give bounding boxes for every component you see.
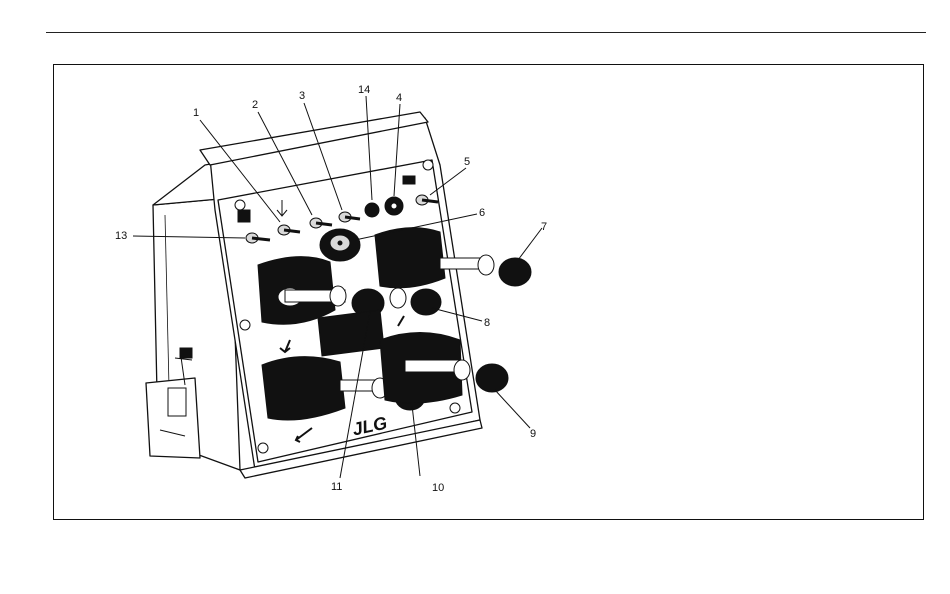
callout-4: 4 [396, 92, 402, 104]
callout-1: 1 [193, 107, 199, 119]
emergency-stop-button-6 [320, 229, 360, 261]
callout-9: 9 [530, 428, 536, 440]
callout-14: 14 [358, 84, 370, 96]
callout-8: 8 [484, 317, 490, 329]
callout-10: 10 [432, 482, 444, 494]
callout-6: 6 [479, 207, 485, 219]
callout-5: 5 [464, 156, 470, 168]
indicator-light-14 [365, 203, 379, 217]
callout-11: 11 [331, 481, 342, 493]
callout-13: 13 [115, 230, 127, 242]
horn-button-4 [385, 197, 403, 215]
callout-7: 7 [541, 221, 547, 233]
callout-3: 3 [299, 90, 305, 102]
callout-2: 2 [252, 99, 258, 111]
controller-bottom-right [380, 333, 508, 404]
controller-center-block [318, 310, 384, 356]
